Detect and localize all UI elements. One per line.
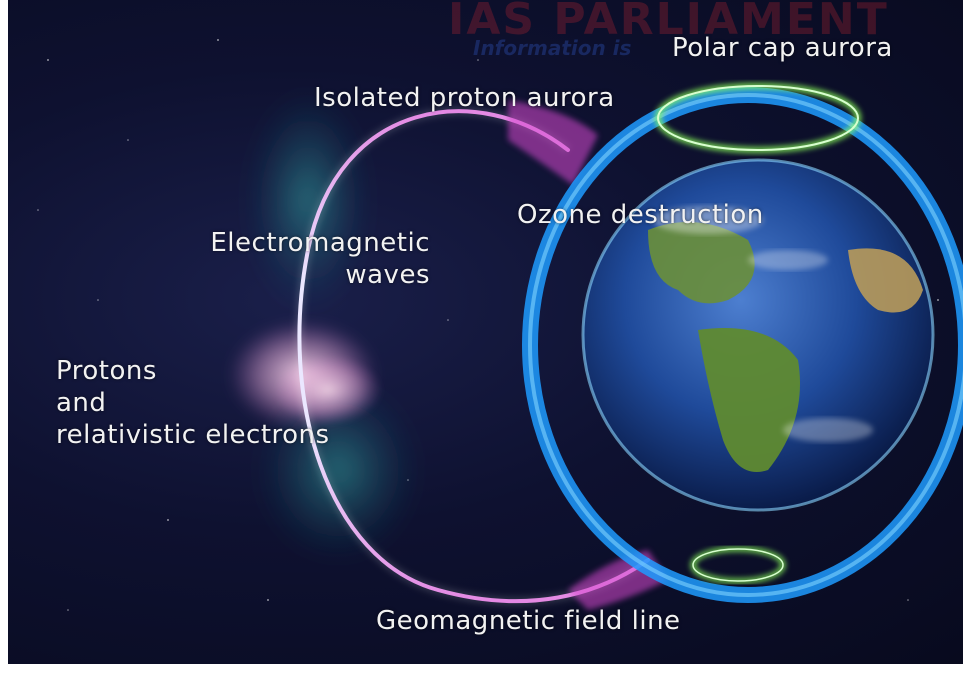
label-protons-line3: relativistic electrons: [56, 420, 330, 450]
watermark-tagline: Information is: [473, 36, 632, 60]
watermark-brand: IAS PARLIAMENT: [448, 0, 889, 45]
africa-shape: [848, 248, 923, 313]
space-scene: IAS PARLIAMENT Information is Polar cap …: [8, 0, 963, 664]
label-protons-electrons: Protons and relativistic electrons: [56, 355, 330, 451]
proton-patch-lower: [568, 550, 668, 610]
north-america-shape: [648, 222, 755, 304]
label-electromagnetic-waves: Electromagnetic waves: [186, 227, 430, 291]
diagram-artwork: [37, 39, 963, 611]
label-protons-line2: and: [56, 388, 107, 418]
label-ozone-destruction: Ozone destruction: [517, 200, 764, 230]
em-wave-glow-upper: [248, 90, 368, 310]
label-protons-line1: Protons: [56, 356, 157, 386]
proton-patch-upper: [508, 100, 598, 185]
label-geomagnetic-field-line: Geomagnetic field line: [376, 606, 681, 636]
label-electromagnetic-line1: Electromagnetic: [210, 228, 430, 258]
label-electromagnetic-line2: waves: [345, 260, 430, 290]
label-isolated-proton-aurora: Isolated proton aurora: [314, 83, 615, 113]
label-polar-cap-aurora: Polar cap aurora: [672, 33, 893, 63]
south-america-shape: [698, 328, 800, 472]
